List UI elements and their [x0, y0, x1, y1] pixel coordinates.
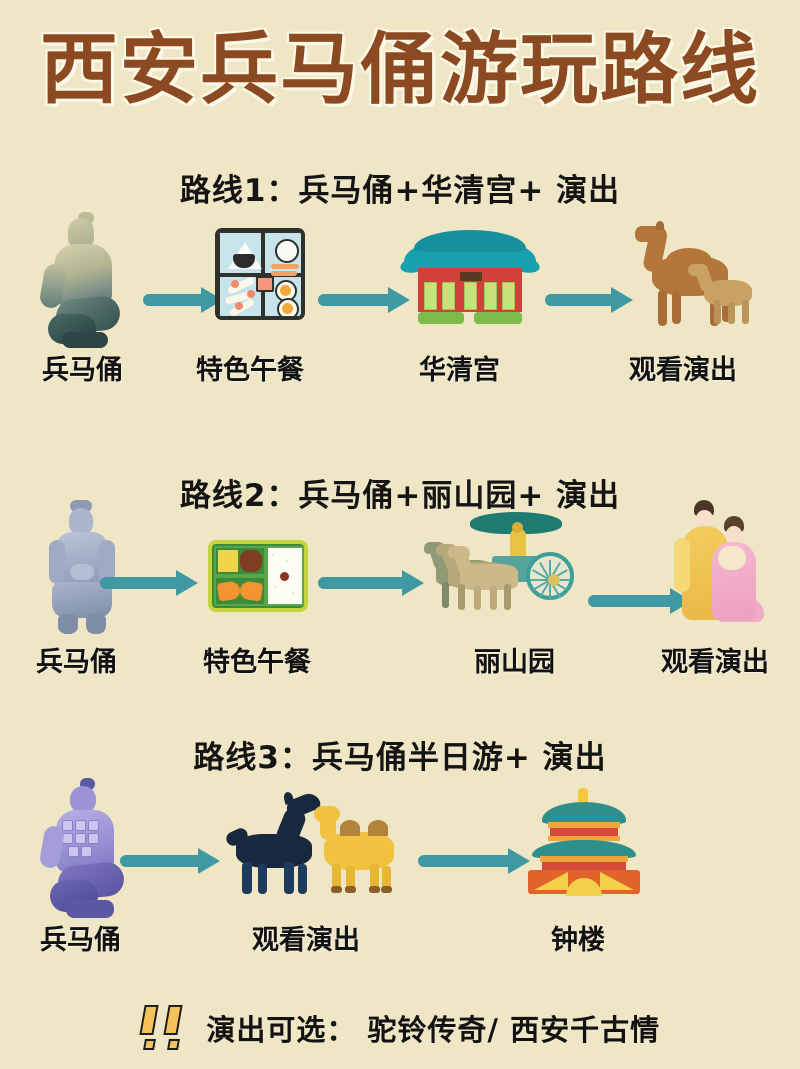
arrow-3-2-icon [418, 848, 530, 874]
arrow-1-3-icon [545, 287, 633, 313]
double-exclamation-icon [139, 1005, 196, 1051]
route-1-step-1-label: 兵马俑 [42, 355, 123, 386]
route-1-step-2-label: 特色午餐 [196, 355, 304, 386]
route-1-step-4-label: 观看演出 [629, 355, 737, 386]
footer-text: 演出可选： 驼铃传奇/ 西安千古情 [206, 1013, 661, 1047]
route-3-step-3-label: 钟楼 [551, 925, 605, 956]
green-bento-lunch-box-icon [208, 540, 308, 612]
route-3-step-2-label: 观看演出 [252, 925, 360, 956]
route-2-step-3-label: 丽山园 [474, 647, 555, 678]
bell-tower-icon [524, 788, 644, 896]
page-title: 西安兵马俑游玩路线 [39, 24, 760, 115]
route-1-heading: 路线1：兵马俑+华清宫+ 演出 [179, 173, 621, 209]
route-2-heading: 路线2：兵马俑+丽山园+ 演出 [179, 478, 621, 514]
route-2-step-1-label: 兵马俑 [36, 647, 117, 678]
terracotta-warrior-kneeling-olive-icon [38, 212, 130, 348]
bento-lunch-box-icon [215, 228, 305, 320]
arrow-1-2-icon [318, 287, 410, 313]
route-1-step-3-label: 华清宫 [419, 355, 500, 386]
huaqing-palace-icon [398, 228, 542, 332]
terracotta-warrior-standing-blue-icon [46, 500, 118, 636]
footer-note: 演出可选： 驼铃传奇/ 西安千古情 [0, 1005, 800, 1051]
route-2-step-2-label: 特色午餐 [203, 647, 311, 678]
horse-chariot-icon [424, 508, 590, 618]
arrow-3-1-icon [120, 848, 220, 874]
wolf-and-camel-icon [224, 790, 404, 900]
terracotta-warrior-kneeling-purple-icon [38, 778, 132, 920]
arrow-2-2-icon [318, 570, 424, 596]
tang-dancers-icon [668, 500, 764, 626]
camels-icon [630, 221, 758, 328]
arrow-1-1-icon [143, 287, 223, 313]
arrow-2-1-icon [100, 570, 198, 596]
route-3-step-1-label: 兵马俑 [40, 925, 121, 956]
route-3-heading: 路线3：兵马俑半日游+ 演出 [193, 740, 607, 776]
route-2-step-4-label: 观看演出 [661, 647, 769, 678]
